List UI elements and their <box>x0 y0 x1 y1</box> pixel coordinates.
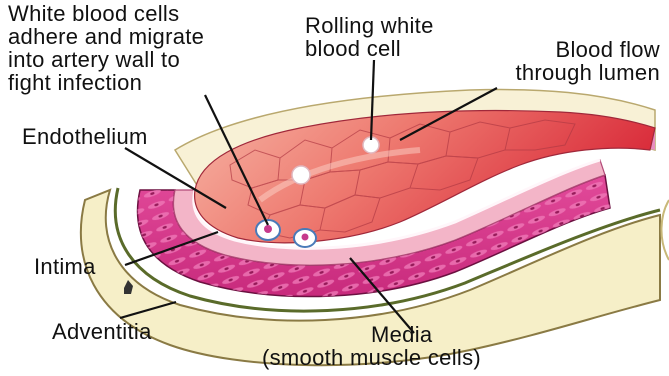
edge-fragment <box>661 200 669 260</box>
label-intima: Intima <box>34 255 96 278</box>
label-media: Media <box>371 323 432 346</box>
label-media-sub: (smooth muscle cells) <box>262 346 481 369</box>
migrating-white-blood-cell <box>294 229 316 247</box>
label-endothelium: Endothelium <box>22 125 148 148</box>
label-rolling-wbc: Rolling white blood cell <box>305 14 434 60</box>
label-adventitia: Adventitia <box>52 320 152 343</box>
label-blood-flow: Blood flow through lumen <box>462 38 660 84</box>
white-blood-cell-free <box>292 166 310 184</box>
label-wbc-adhere: White blood cells adhere and migrate int… <box>8 2 204 94</box>
